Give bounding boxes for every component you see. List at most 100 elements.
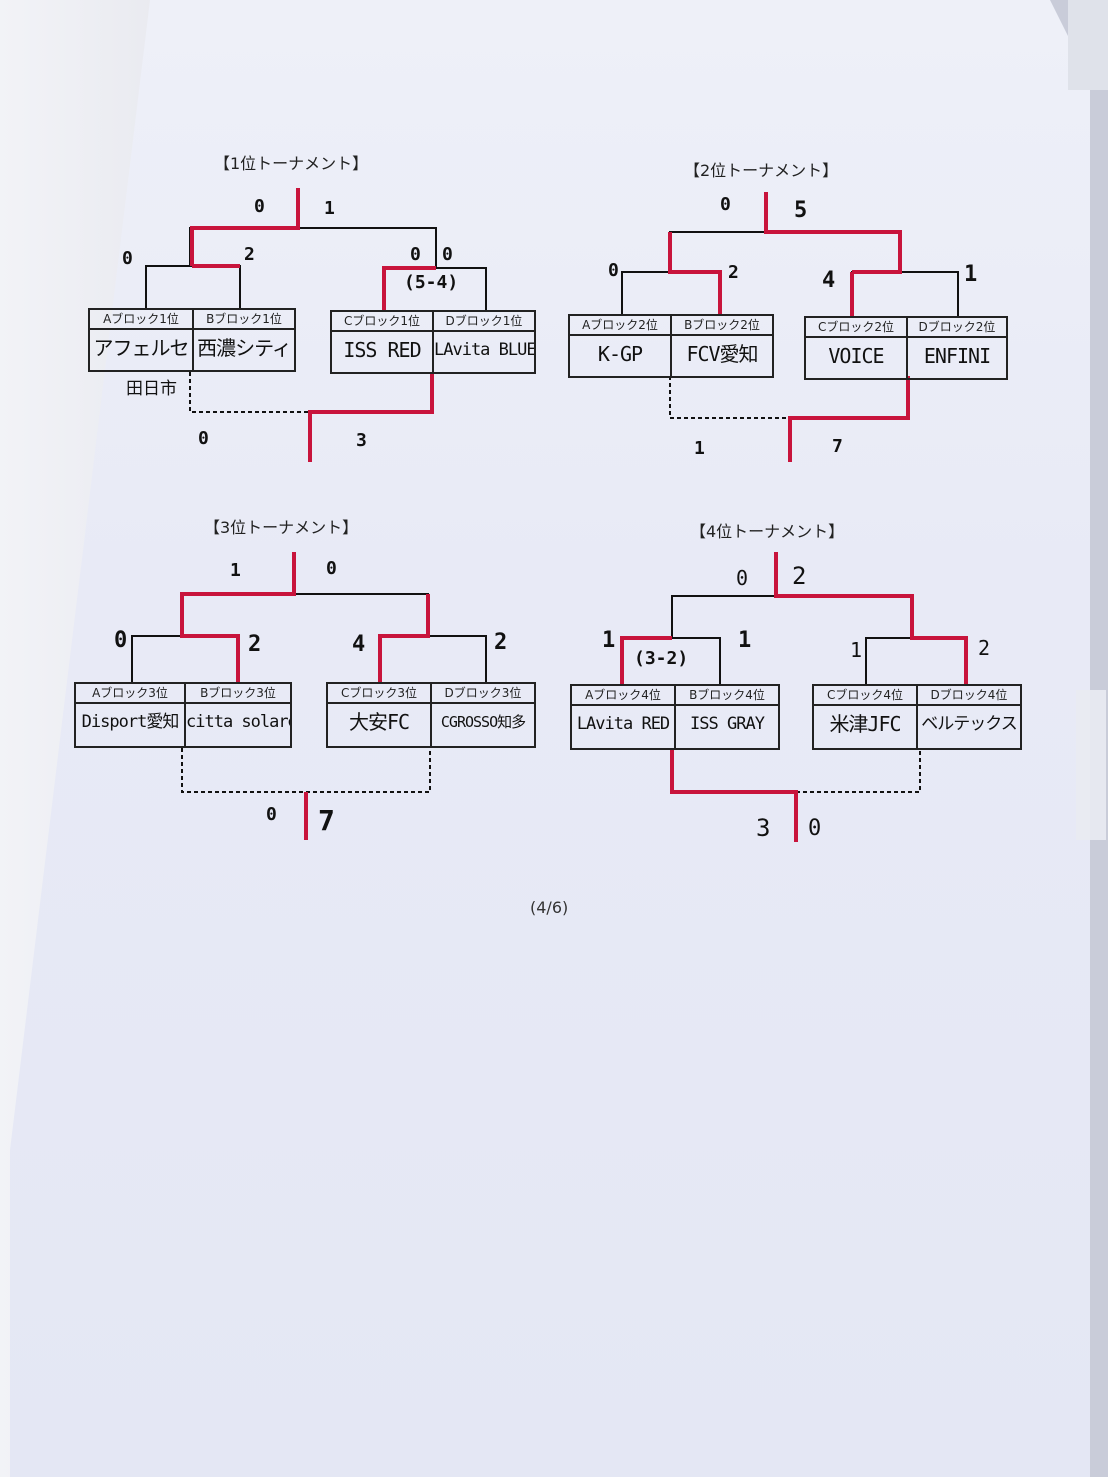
t2-header-a: Aブロック2位 — [570, 316, 670, 336]
t3-team-b-cell: Bブロック3位 citta solare — [184, 682, 292, 748]
t1-team-a-cell: Aブロック1位 アフェルセ — [88, 308, 194, 372]
t1-final-left: 0 — [254, 196, 265, 217]
t2-header-c: Cブロック2位 — [806, 318, 906, 338]
t4-semi1-winner-path — [620, 636, 672, 684]
t2-third-right: 7 — [832, 436, 843, 457]
t1-team-c-cell: Cブロック1位 ISS RED — [330, 310, 434, 374]
page-number: (4/6) — [530, 898, 569, 917]
t2-team-d: ENFINI — [923, 344, 991, 368]
tape-strip — [1068, 0, 1108, 90]
t4-final-winner-path — [774, 552, 968, 684]
t4-header-a: Aブロック4位 — [572, 686, 674, 706]
t1-team-a: アフェルセ — [93, 336, 190, 360]
t4-team-d-cell: Dブロック4位 ベルテックス — [916, 684, 1022, 750]
t1-team-c: ISS RED — [343, 338, 421, 362]
t2-header-d: Dブロック2位 — [908, 318, 1006, 338]
t4-semi1-left: 1 — [602, 628, 616, 653]
t3-third-left: 0 — [266, 804, 277, 825]
t1-third-winner-path — [308, 372, 434, 462]
t4-header-b: Bブロック4位 — [676, 686, 778, 706]
t2-semi2-right: 1 — [964, 262, 978, 287]
t3-team-b: citta solare — [186, 712, 292, 732]
t3-team-c-cell: Cブロック3位 大安FC — [326, 682, 432, 748]
t4-team-a-cell: Aブロック4位 LAvita RED — [570, 684, 676, 750]
t2-final-right: 5 — [794, 198, 808, 223]
t4-final-left: 0 — [736, 566, 749, 590]
t2-header-b: Bブロック2位 — [672, 316, 772, 336]
t2-team-d-cell: Dブロック2位 ENFINI — [906, 316, 1008, 380]
t4-header-d: Dブロック4位 — [918, 686, 1020, 706]
tournament-4-title: 【4位トーナメント】 — [690, 522, 845, 541]
t2-final-left: 0 — [720, 194, 731, 215]
t1-semi2-winner-path — [382, 266, 436, 310]
t1-header-d: Dブロック1位 — [434, 312, 534, 332]
t4-team-a: LAvita RED — [576, 714, 670, 734]
t4-team-c-cell: Cブロック4位 米津JFC — [812, 684, 918, 750]
t2-team-c: VOICE — [828, 344, 884, 368]
t1-semi1-right: 2 — [244, 244, 255, 265]
t1-team-d: LAvita BLUE — [434, 340, 536, 360]
t1-semi1-left: 0 — [122, 248, 133, 269]
t2-semi1-left: 0 — [608, 260, 619, 281]
t3-team-a-cell: Aブロック3位 Disport愛知 — [74, 682, 186, 748]
t2-final-winner-path — [764, 192, 902, 274]
t2-third-left: 1 — [694, 438, 705, 459]
tournament-1-title: 【1位トーナメント】 — [214, 154, 369, 173]
t3-team-d-cell: Dブロック3位 CGROSSO知多 — [430, 682, 536, 748]
t4-final-right: 2 — [792, 562, 807, 590]
t3-semi1-left: 0 — [114, 628, 128, 653]
t3-header-a: Aブロック3位 — [76, 684, 184, 704]
t3-team-d: CGROSSO知多 — [440, 713, 526, 731]
t4-team-b: ISS GRAY — [690, 714, 765, 734]
t4-team-b-cell: Bブロック4位 ISS GRAY — [674, 684, 780, 750]
t4-third-winner-path — [670, 748, 798, 842]
t3-semi2-winner-path — [378, 594, 430, 682]
t2-team-a: K-GP — [597, 342, 643, 366]
t3-final-winner-path — [180, 552, 296, 682]
t3-team-c: 大安FC — [348, 710, 410, 734]
t3-third-right: 7 — [318, 804, 335, 837]
t4-semi1-right: 1 — [738, 628, 752, 653]
t2-third-winner-path — [788, 376, 910, 462]
tape-strip-side — [1076, 690, 1106, 840]
t4-semi2-left: 1 — [850, 638, 863, 662]
t2-team-a-cell: Aブロック2位 K-GP — [568, 314, 672, 378]
t3-semi2-left: 4 — [352, 632, 366, 657]
t1-final-winner-path — [190, 188, 300, 266]
t1-third-right: 3 — [356, 430, 367, 451]
t3-header-c: Cブロック3位 — [328, 684, 430, 704]
t3-semi1-right: 2 — [248, 632, 262, 657]
t2-semi1-winner-path — [668, 232, 722, 316]
t3-final-left: 1 — [230, 560, 241, 581]
t1-team-b-cell: Bブロック1位 西濃シティ — [192, 308, 296, 372]
t4-semi1-pk: (3-2) — [634, 648, 689, 669]
t1-header-b: Bブロック1位 — [194, 310, 294, 330]
t1-header-c: Cブロック1位 — [332, 312, 432, 332]
t4-team-c: 米津JFC — [829, 712, 901, 736]
t2-semi1-right: 2 — [728, 262, 739, 283]
t3-final-right: 0 — [326, 558, 337, 579]
t4-semi2-right: 2 — [978, 636, 991, 660]
t1-third-left: 0 — [198, 428, 209, 449]
t1-header-a: Aブロック1位 — [90, 310, 192, 330]
t1-semi2-left: 0 — [410, 244, 421, 265]
tournament-2-title: 【2位トーナメント】 — [684, 161, 839, 180]
t2-team-b-cell: Bブロック2位 FCV愛知 — [670, 314, 774, 378]
t4-third-right: 0 — [808, 816, 822, 841]
t3-team-a: Disport愛知 — [81, 712, 180, 732]
t4-third-left: 3 — [756, 814, 771, 842]
t4-team-d: ベルテックス — [921, 714, 1018, 734]
t2-team-c-cell: Cブロック2位 VOICE — [804, 316, 908, 380]
t1-semi2-right: 0 — [442, 244, 453, 265]
t3-header-b: Bブロック3位 — [186, 684, 290, 704]
t1-team-d-cell: Dブロック1位 LAvita BLUE — [432, 310, 536, 374]
tournament-3-title: 【3位トーナメント】 — [204, 518, 359, 537]
t3-semi2-right: 2 — [494, 630, 508, 655]
t2-semi2-left: 4 — [822, 268, 836, 293]
t4-header-c: Cブロック4位 — [814, 686, 916, 706]
t1-team-b: 西濃シティ — [197, 336, 292, 360]
t1-final-right: 1 — [324, 198, 335, 219]
t1-team-note: 田日市 — [126, 379, 177, 399]
t2-team-b: FCV愛知 — [686, 342, 758, 366]
